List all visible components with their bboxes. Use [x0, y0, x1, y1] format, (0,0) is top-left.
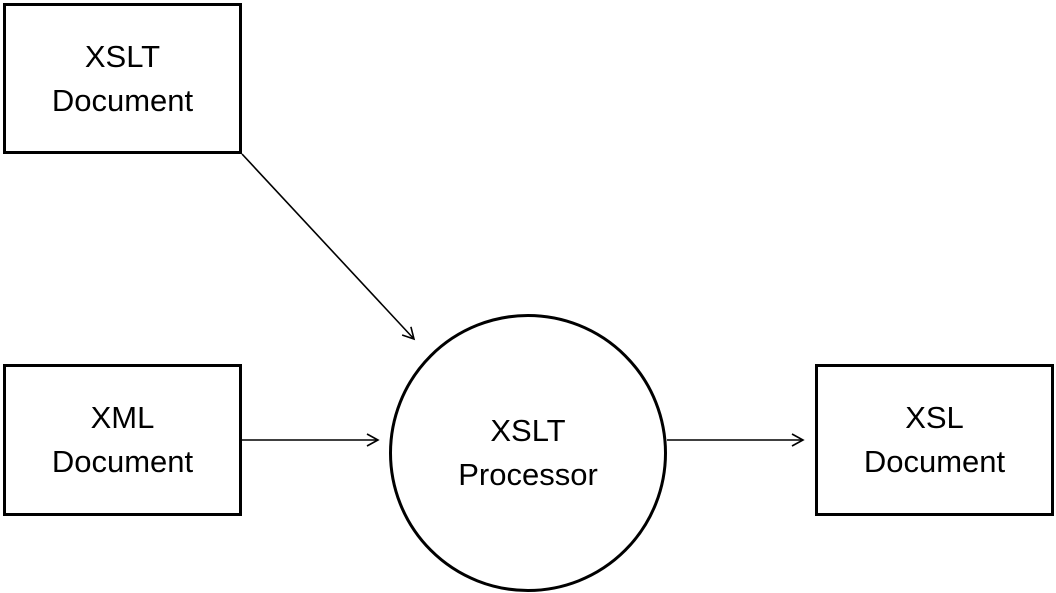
- xsl-document-node: XSL Document: [815, 364, 1054, 516]
- arrow-xslt-to-processor: [241, 153, 416, 341]
- xsl-document-label-line2: Document: [863, 444, 1006, 479]
- xslt-document-label-line1: XSLT: [84, 38, 161, 74]
- xslt-processor-label-line1: XSLT: [490, 413, 566, 448]
- xslt-processor-label-line2: Processor: [458, 457, 598, 492]
- xml-document-label-line1: XML: [90, 400, 155, 435]
- xsl-document-label-line1: XSL: [905, 400, 964, 435]
- xslt-document-label-line2: Document: [51, 82, 194, 118]
- xml-document-node: XML Document: [3, 364, 242, 516]
- xslt-document-node: XSLT Document: [3, 3, 242, 154]
- xml-document-label-line2: Document: [51, 444, 194, 479]
- xslt-processor-node: XSLT Processor: [389, 314, 667, 592]
